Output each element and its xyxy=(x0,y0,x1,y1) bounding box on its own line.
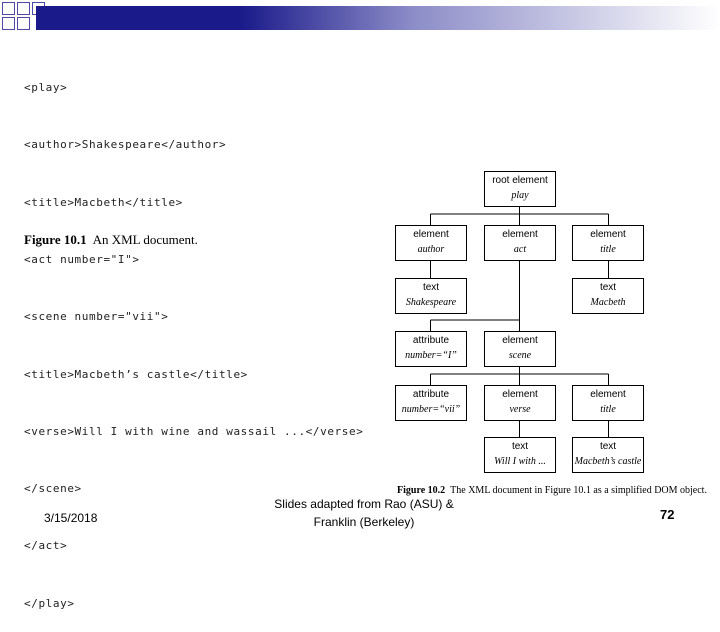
dom-tree-edges xyxy=(430,207,609,437)
code-line: <title>Macbeth</title> xyxy=(24,195,183,209)
page-number: 72 xyxy=(660,507,675,522)
corner-decoration xyxy=(0,0,60,34)
title-bar xyxy=(36,6,720,30)
figure-label: Figure 10.2 xyxy=(397,485,446,496)
code-line: <play> xyxy=(24,81,68,95)
code-line: </play> xyxy=(24,596,75,610)
figure-10-2-caption: Figure 10.2 The XML document in Figure 10… xyxy=(397,485,717,496)
code-line: <author>Shakespeare</author> xyxy=(24,138,227,152)
credit-line: Slides adapted from Rao (ASU) & xyxy=(274,497,454,511)
code-line: <title>Macbeth’s castle</title> xyxy=(24,367,248,381)
code-line: <scene number="vii"> xyxy=(24,310,169,324)
figure-text: An XML document. xyxy=(92,232,198,247)
figure-label: Figure 10.1 xyxy=(24,232,87,247)
figure-10-1-caption: Figure 10.1 An XML document. xyxy=(24,232,198,248)
footer-credit: Slides adapted from Rao (ASU) & Franklin… xyxy=(256,495,472,531)
figure-text: The XML document in Figure 10.1 as a sim… xyxy=(450,485,707,496)
credit-line: Franklin (Berkeley) xyxy=(313,515,415,529)
code-line: <verse>Will I with wine and wassail ...<… xyxy=(24,424,364,438)
code-line: </scene> xyxy=(24,482,82,496)
code-line: <act number="I"> xyxy=(24,253,140,267)
footer-date: 3/15/2018 xyxy=(44,511,98,525)
